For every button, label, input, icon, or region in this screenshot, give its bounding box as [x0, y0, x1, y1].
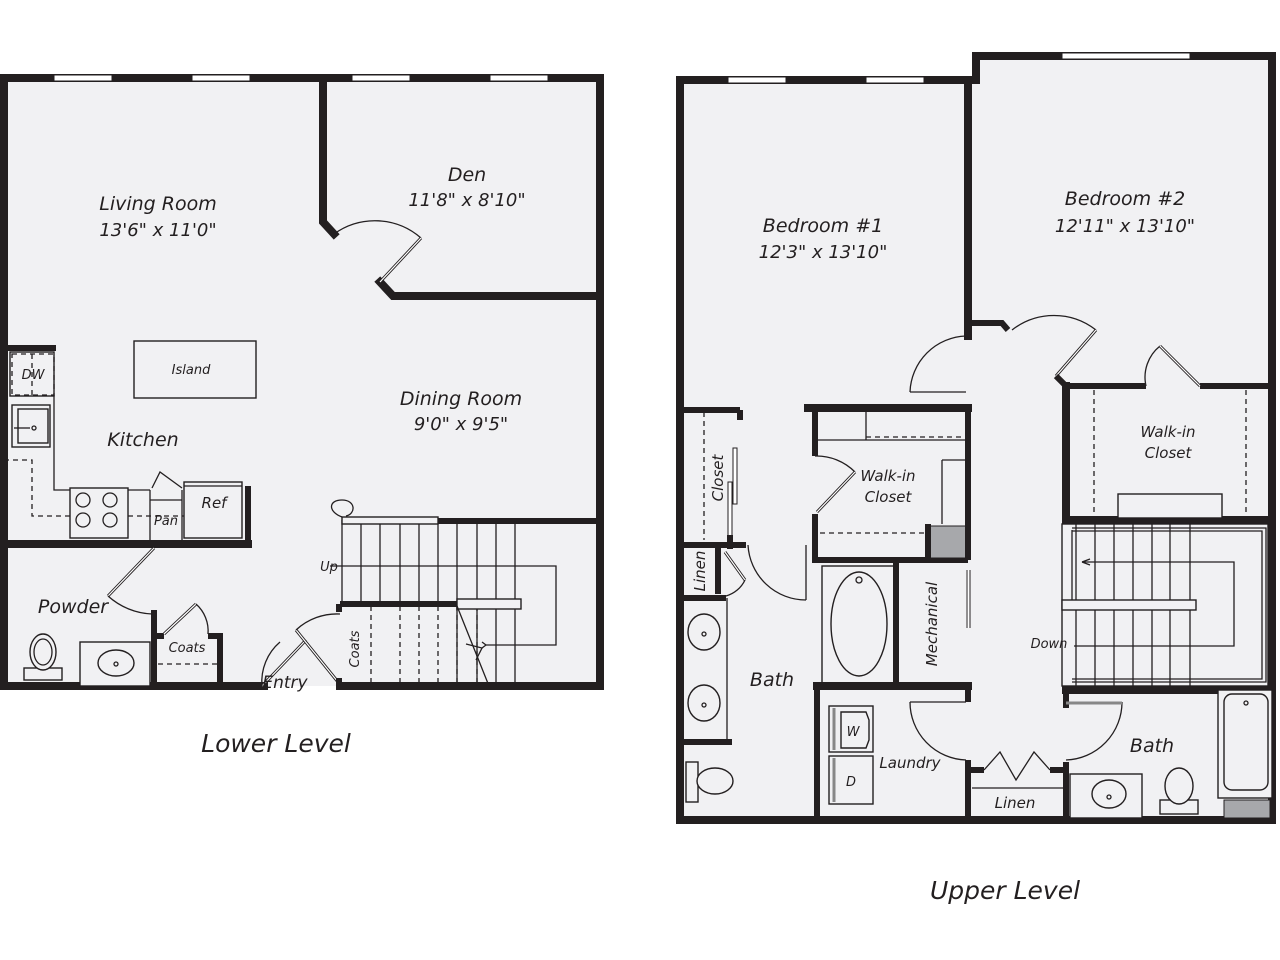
kitchen-label: Kitchen — [107, 429, 178, 451]
window — [191, 74, 251, 82]
bedroom-2-label: Bedroom #2 — [1065, 188, 1185, 210]
dining-room-dimensions: 9'0" x 9'5" — [414, 414, 508, 435]
mechanical-label: Mechanical — [923, 581, 941, 666]
bath-2-label: Bath — [1130, 735, 1174, 757]
island — [133, 340, 257, 399]
refrigerator-label: Ref — [202, 494, 230, 512]
walk-in-closet-label: Closet — [1145, 444, 1193, 462]
walk-in-closet-label: Walk-in — [1140, 423, 1195, 441]
stairs-down-label: Down — [1031, 637, 1068, 652]
upper-level-caption: Upper Level — [930, 876, 1080, 905]
island-label: Island — [172, 363, 211, 378]
entry-label: Entry — [262, 673, 308, 693]
window — [1061, 52, 1191, 60]
den-label: Den — [448, 164, 486, 186]
bedroom-1-dimensions: 12'3" x 13'10" — [759, 242, 888, 263]
lower-level-caption: Lower Level — [201, 729, 351, 758]
lower-level-plan — [0, 74, 604, 690]
dining-room-label: Dining Room — [400, 388, 522, 410]
bedroom-1-label: Bedroom #1 — [763, 215, 883, 237]
bedroom-2-dimensions: 12'11" x 13'10" — [1055, 216, 1195, 237]
living-room-label: Living Room — [99, 193, 217, 215]
window — [727, 76, 787, 84]
dishwasher-label: DW — [22, 368, 46, 383]
washer-label: W — [847, 725, 861, 740]
dryer-label: D — [846, 775, 856, 790]
window — [351, 74, 411, 82]
walk-in-closet-label: Walk-in — [860, 467, 915, 485]
bath-1-label: Bath — [750, 669, 794, 691]
coats-closet-label: Coats — [348, 630, 363, 667]
stairs-up-label: Up — [320, 560, 338, 575]
laundry-label: Laundry — [879, 754, 941, 772]
living-room-dimensions: 13'6" x 11'0" — [99, 220, 216, 241]
powder-label: Powder — [38, 596, 109, 618]
linen-label: Linen — [691, 551, 709, 592]
closet-label: Closet — [709, 454, 727, 502]
coats-closet-label: Coats — [169, 641, 206, 656]
walk-in-closet-label: Closet — [865, 488, 913, 506]
linen-label: Linen — [995, 794, 1036, 812]
den-dimensions: 11'8" x 8'10" — [408, 190, 525, 211]
upper-level-plan — [676, 52, 1276, 824]
window — [489, 74, 549, 82]
pantry-label: Pan — [154, 514, 178, 529]
window — [53, 74, 113, 82]
window — [865, 76, 925, 84]
